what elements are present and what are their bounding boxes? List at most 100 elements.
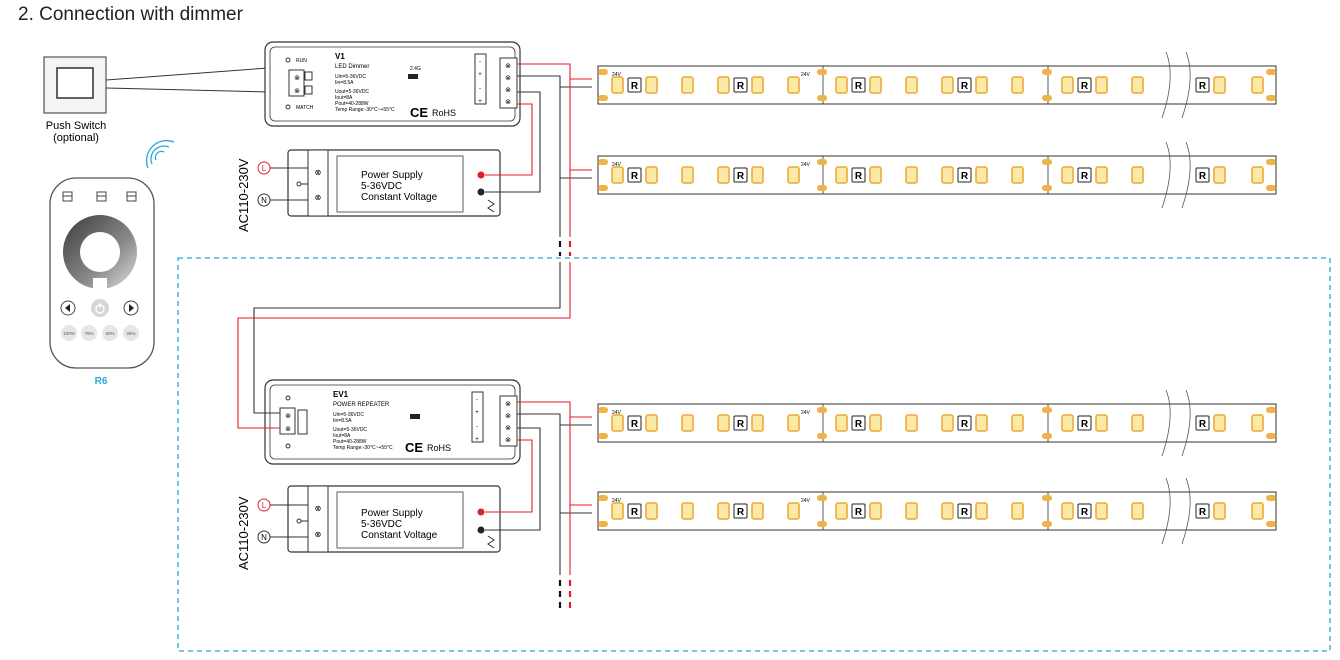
- dimmer-spec-iin: Iin=8.5A: [335, 80, 354, 86]
- wireless-signal-icon: [145, 139, 175, 169]
- remote-zone-buttons: [62, 191, 137, 202]
- resistor-label: R: [1199, 419, 1207, 430]
- dimmer-ce-mark: CE: [410, 105, 428, 120]
- psu2-live-label: L: [262, 501, 267, 510]
- led-dimmer: RUN MATCH ⊗ ⊗ V1 LED Dimmer Uin=5-36VDC …: [264, 41, 521, 127]
- repeater-spec-pout: Pout=40-288W: [333, 439, 367, 445]
- resistor-label: R: [631, 171, 639, 182]
- svg-text:+: +: [478, 99, 482, 105]
- led-strip: 24V 24V R R R R R R: [597, 141, 1277, 209]
- resistor-label: R: [737, 507, 745, 518]
- dimmer-spec-uout: Uout=5-36VDC: [335, 89, 369, 95]
- svg-text:-: -: [476, 397, 478, 403]
- repeater-ce-mark: CE: [405, 440, 423, 455]
- psu2-type: Constant Voltage: [361, 530, 438, 541]
- svg-text:⊗: ⊗: [505, 401, 511, 408]
- strip-voltage-label: 24V: [801, 162, 811, 168]
- repeater-spec-uin: Uin=5-36VDC: [333, 412, 364, 418]
- psu1-voltage: 5-36VDC: [361, 181, 402, 192]
- resistor-label: R: [631, 81, 639, 92]
- strip-voltage-label: 24V: [801, 410, 811, 416]
- strip-voltage-label: 24V: [612, 162, 622, 168]
- resistor-label: R: [961, 171, 969, 182]
- page-title: 2. Connection with dimmer: [18, 4, 243, 25]
- psu2-voltage: 5-36VDC: [361, 519, 402, 530]
- push-switch-label: Push Switch: [46, 120, 107, 132]
- resistor-label: R: [961, 507, 969, 518]
- resistor-label: R: [961, 419, 969, 430]
- svg-text:⊗: ⊗: [505, 63, 511, 70]
- strip-voltage-label: 24V: [612, 72, 622, 78]
- repeater-name: POWER REPEATER: [333, 402, 390, 408]
- push-switch-optional: (optional): [53, 132, 99, 144]
- resistor-label: R: [631, 419, 639, 430]
- remote-model-label: R6: [95, 376, 108, 387]
- resistor-label: R: [1199, 507, 1207, 518]
- svg-text:⊗: ⊗: [294, 88, 300, 95]
- svg-text:⊗: ⊗: [505, 75, 511, 82]
- svg-text:⊗: ⊗: [315, 193, 322, 202]
- repeater-spec-iin: Iin=8.5A: [333, 418, 352, 424]
- resistor-label: R: [855, 419, 863, 430]
- power-supply-2: ⊗ ⊗ Power Supply 5-36VDC Constant Voltag…: [236, 485, 501, 570]
- svg-text:⊗: ⊗: [315, 530, 322, 539]
- psu1-live-label: L: [262, 164, 267, 173]
- strip-voltage-label: 24V: [801, 498, 811, 504]
- resistor-label: R: [1081, 419, 1089, 430]
- svg-text:⊗: ⊗: [505, 437, 511, 444]
- remote-preset-buttons: [61, 325, 139, 341]
- psu2-ac-label: AC110-230V: [236, 496, 251, 570]
- resistor-label: R: [737, 81, 745, 92]
- dimmer-spec-iout: Iout=8A: [335, 95, 353, 101]
- repeater-spec-iout: Iout=8A: [333, 433, 351, 439]
- resistor-label: R: [737, 171, 745, 182]
- dimmer-run-label: RUN: [296, 58, 307, 64]
- resistor-label: R: [1081, 507, 1089, 518]
- svg-text:-: -: [479, 59, 481, 65]
- resistor-label: R: [961, 81, 969, 92]
- repeater-group-box: [177, 257, 1331, 652]
- resistor-label: R: [855, 81, 863, 92]
- remote-preset-75: 75%: [84, 331, 93, 336]
- svg-text:⊗: ⊗: [505, 87, 511, 94]
- resistor-label: R: [1081, 171, 1089, 182]
- dimmer-wireless: 2.4G: [410, 66, 421, 72]
- svg-text:+: +: [475, 437, 479, 443]
- psu2-title: Power Supply: [361, 508, 423, 519]
- svg-text:⊗: ⊗: [505, 413, 511, 420]
- dimmer-spec-uin: Uin=5-36VDC: [335, 74, 366, 80]
- svg-text:⊗: ⊗: [285, 426, 291, 433]
- dimmer-spec-pout: Pout=40-288W: [335, 101, 369, 107]
- repeater-spec-temp: Temp Range:-30°C~+55°C: [333, 445, 393, 451]
- resistor-label: R: [855, 507, 863, 518]
- repeater-rohs-mark: RoHS: [427, 443, 451, 453]
- resistor-label: R: [1199, 171, 1207, 182]
- repeater-model: EV1: [333, 390, 349, 399]
- svg-text:-: -: [479, 86, 481, 92]
- resistor-label: R: [737, 419, 745, 430]
- remote-arrow-right-icon: [123, 300, 139, 316]
- led-strip: 24V 24V R R R R R R: [597, 51, 1277, 119]
- resistor-label: R: [631, 507, 639, 518]
- strip-voltage-label: 24V: [612, 410, 622, 416]
- svg-text:+: +: [475, 410, 479, 416]
- push-switch: Push Switch (optional): [43, 56, 269, 144]
- psu1-title: Power Supply: [361, 170, 423, 181]
- wiring: [237, 63, 592, 608]
- svg-text:⊗: ⊗: [505, 425, 511, 432]
- psu1-neutral-label: N: [261, 196, 267, 205]
- svg-text:⊗: ⊗: [315, 504, 322, 513]
- svg-text:+: +: [478, 72, 482, 78]
- resistor-label: R: [1081, 81, 1089, 92]
- resistor-label: R: [1199, 81, 1207, 92]
- strip-voltage-label: 24V: [801, 72, 811, 78]
- remote-preset-50: 50%: [105, 331, 114, 336]
- dimmer-model: V1: [335, 52, 345, 61]
- svg-text:⊗: ⊗: [294, 75, 300, 82]
- remote-control: 100% 75% 50% 25% R6: [49, 177, 155, 387]
- dimmer-match-label: MATCH: [296, 105, 314, 111]
- resistor-label: R: [855, 171, 863, 182]
